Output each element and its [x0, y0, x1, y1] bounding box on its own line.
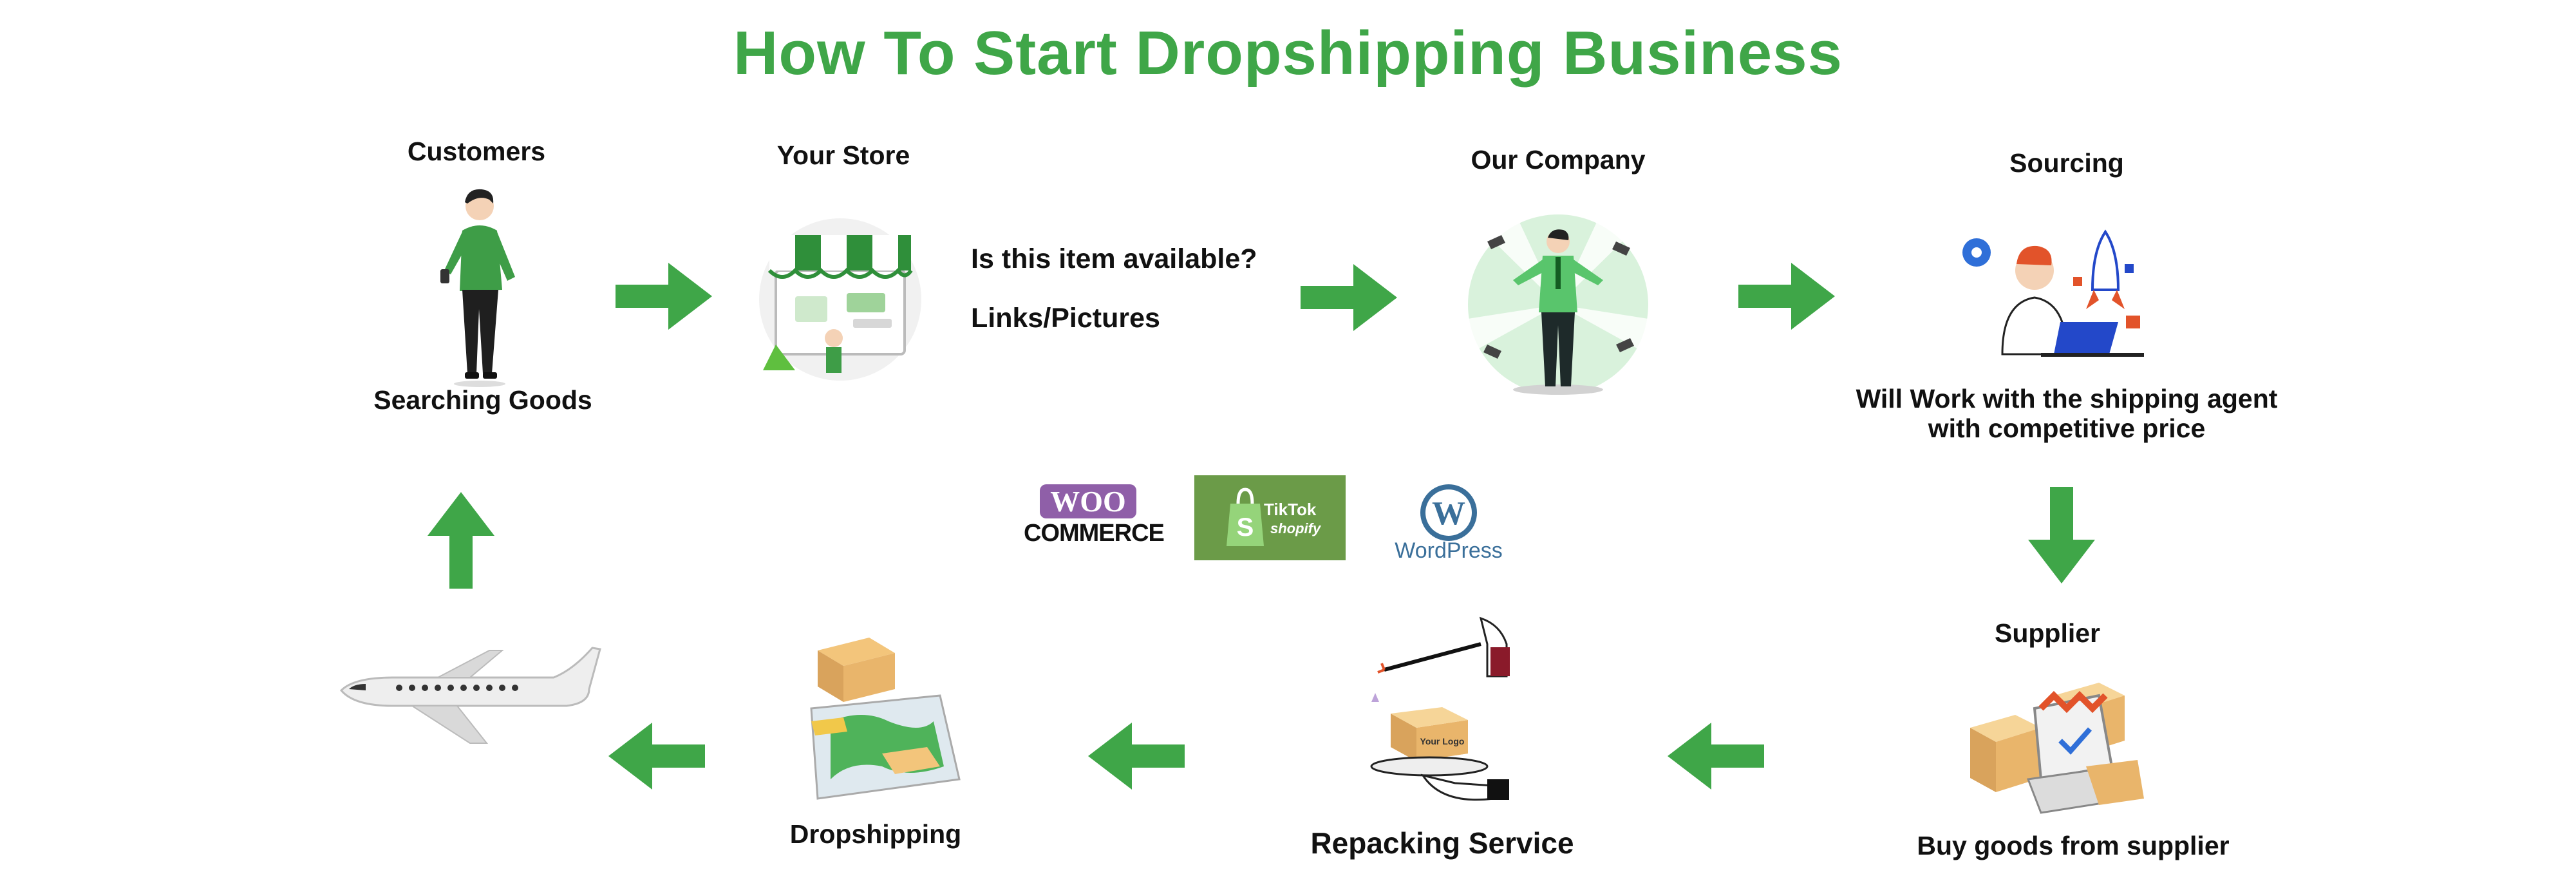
wordpress-label: WordPress: [1395, 538, 1503, 563]
svg-text:S: S: [1237, 513, 1254, 542]
shopify-label: shopify: [1270, 520, 1321, 536]
arrow-left-icon: [608, 723, 705, 790]
tiktok-shopify-logo: S TikTok shopify: [1194, 475, 1346, 560]
woocommerce-logo-commerce: COMMERCE: [1024, 520, 1165, 547]
wordpress-logo: W WordPress: [1384, 482, 1513, 565]
sourcing-heading: Sourcing: [2009, 148, 2124, 178]
supplier-caption: Buy goods from supplier: [1917, 831, 2230, 860]
sourcing-caption-line1: Will Work with the shipping agent: [1856, 384, 2278, 413]
sourcing-laptop-icon: [1962, 229, 2144, 357]
arrow-left-icon: [1088, 723, 1185, 790]
company-heading: Our Company: [1471, 145, 1646, 175]
links-pictures-text: Links/Pictures: [971, 303, 1160, 334]
arrow-down-icon: [2028, 487, 2095, 583]
sourcing-caption-line2: with competitive price: [1928, 413, 2206, 443]
arrow-right-icon: [616, 263, 712, 330]
page-title: How To Start Dropshipping Business: [733, 19, 1843, 88]
arrow-right-icon: [1301, 264, 1397, 331]
tiktok-label: TikTok: [1264, 500, 1317, 519]
customer-person-icon: [440, 189, 515, 387]
online-store-icon: [759, 218, 921, 381]
arrow-right-icon: [1738, 263, 1835, 330]
woocommerce-logo: WOO COMMERCE: [1024, 484, 1165, 549]
supplier-heading: Supplier: [1994, 618, 2101, 648]
dropshipping-caption: Dropshipping: [789, 819, 962, 849]
customers-caption: Searching Goods: [373, 385, 592, 415]
arrow-left-icon: [1668, 723, 1764, 790]
svg-text:W: W: [1432, 495, 1465, 532]
dropshipping-map-icon: [810, 638, 961, 800]
woocommerce-logo-woo: WOO: [1040, 484, 1136, 518]
company-agent-icon: [1468, 214, 1648, 395]
repacking-box-icon: Your Logo: [1370, 616, 1510, 801]
customers-heading: Customers: [407, 137, 546, 166]
airplane-icon: [339, 647, 601, 744]
store-heading: Your Store: [776, 140, 910, 170]
repacking-caption: Repacking Service: [1310, 826, 1574, 860]
shopify-bag-icon: S: [1227, 488, 1264, 546]
wordpress-icon: W: [1420, 484, 1477, 541]
arrow-up-icon: [428, 492, 494, 589]
svg-text:Your Logo: Your Logo: [1420, 736, 1465, 746]
supplier-boxes-icon: [1970, 683, 2144, 814]
availability-question: Is this item available?: [971, 243, 1257, 274]
